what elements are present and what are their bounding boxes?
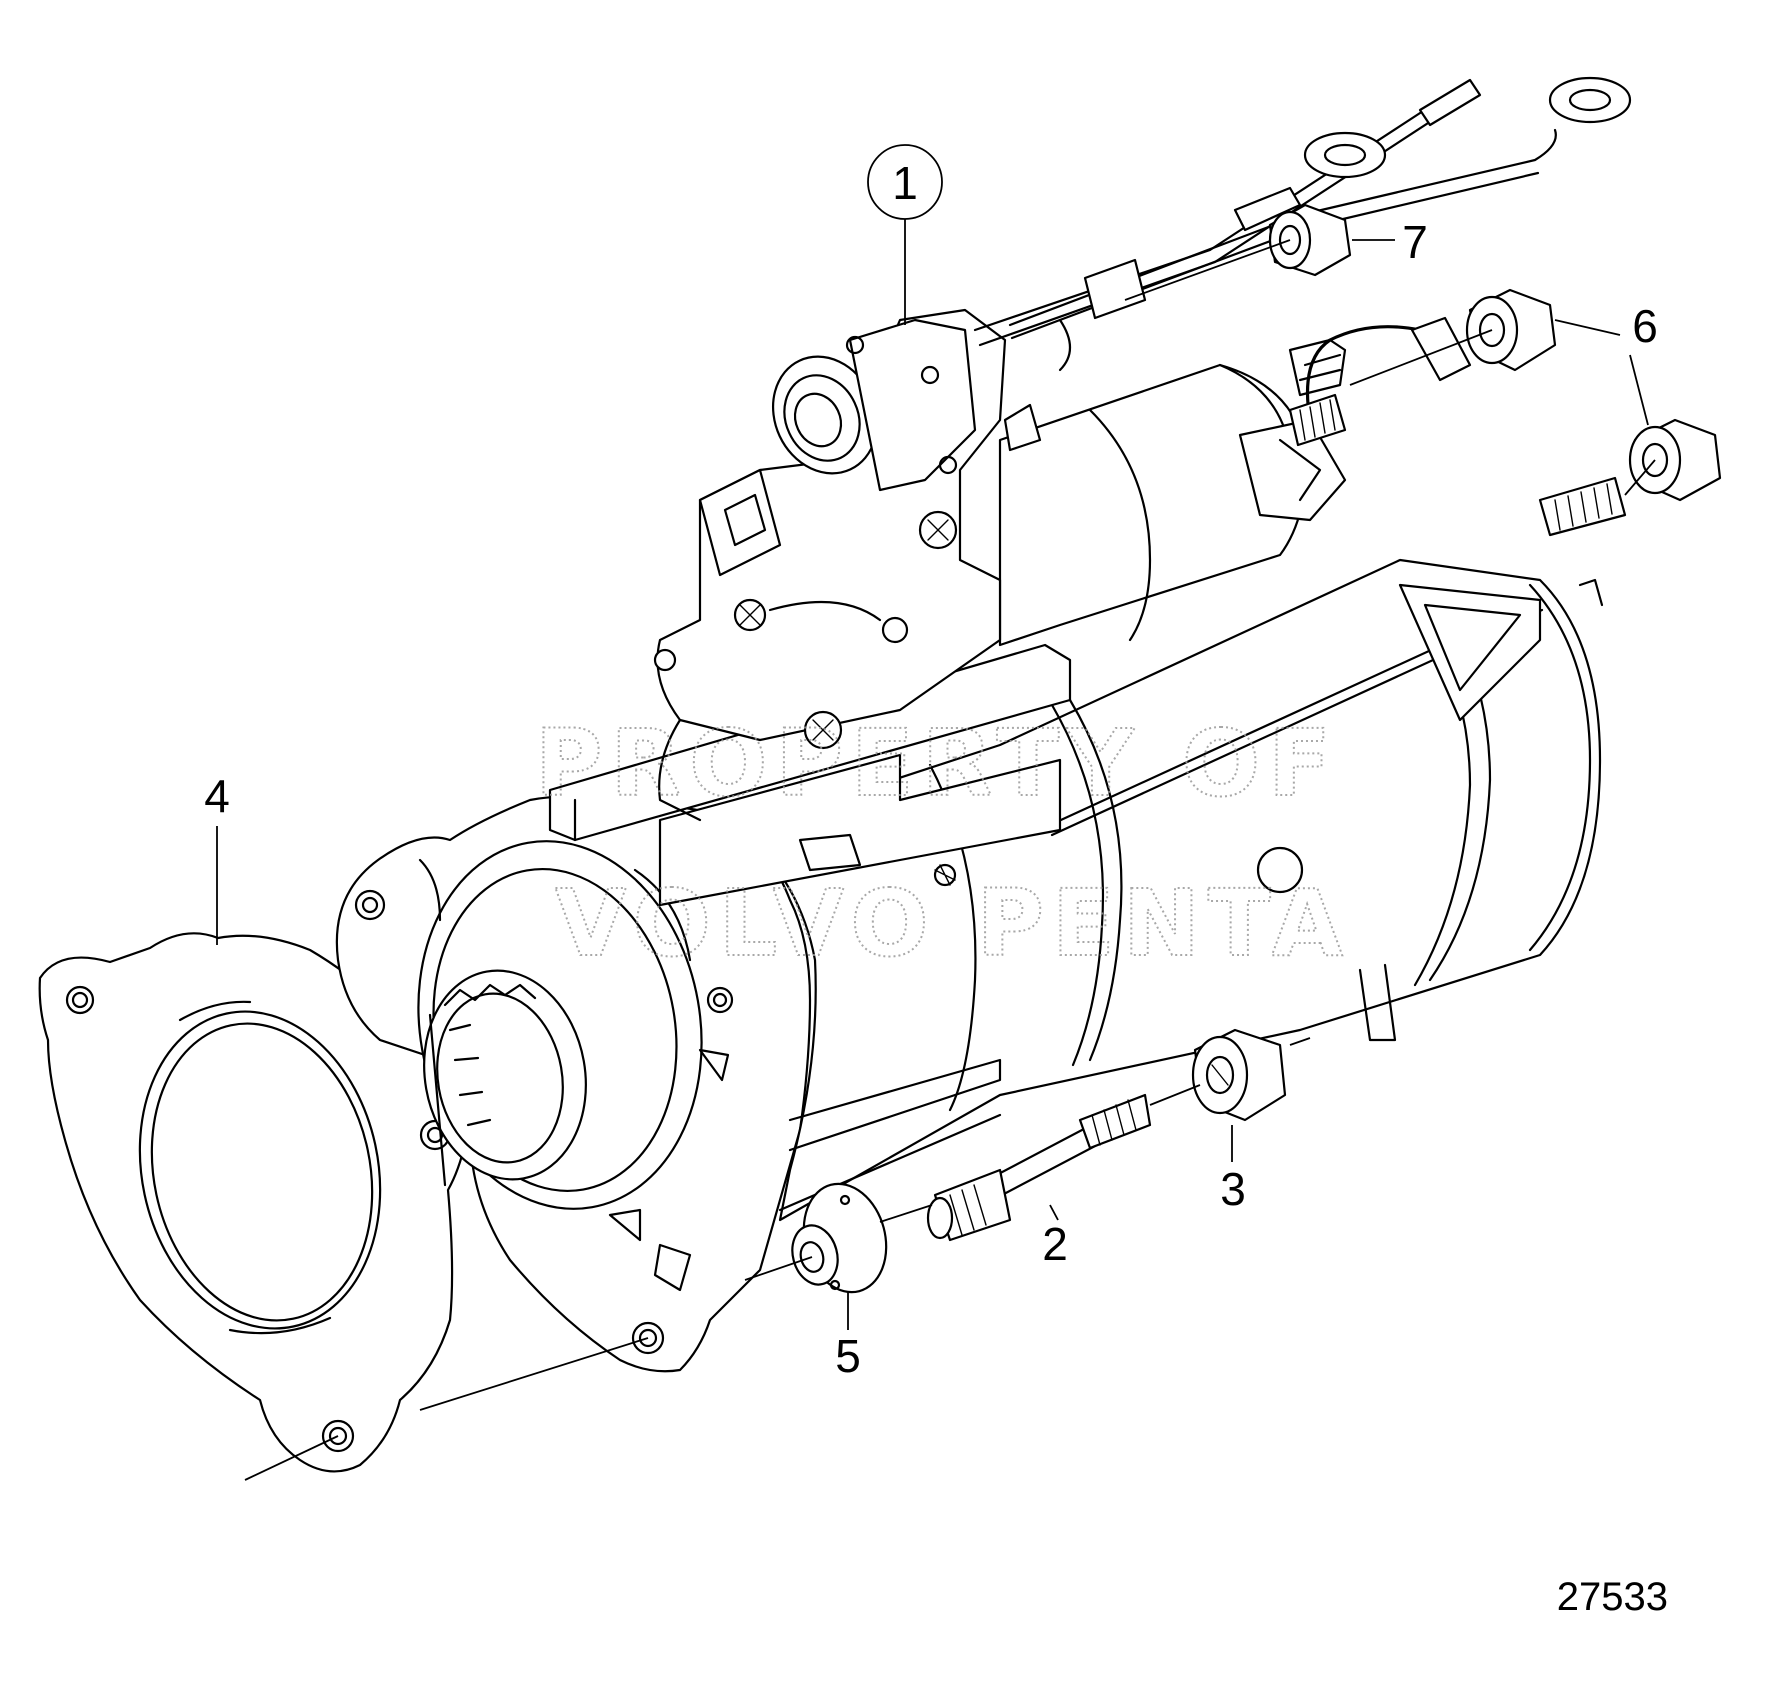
pinion-gear	[423, 969, 587, 1187]
cable-harness	[973, 76, 1632, 372]
watermark-line-1: PROPERTY OF	[535, 710, 1339, 817]
nut-7	[1268, 203, 1352, 277]
nut-3	[1191, 1028, 1287, 1122]
callout-3: 3	[1220, 1125, 1246, 1215]
callout-6: 6	[1554, 300, 1658, 426]
callout-label-4: 4	[204, 770, 230, 822]
solenoid-stud-upper	[1288, 393, 1347, 447]
stud-2	[926, 1093, 1152, 1242]
reference-number: 27533	[1557, 1575, 1668, 1619]
gasket	[38, 932, 470, 1473]
callout-label-7: 7	[1402, 216, 1428, 268]
callout-7: 7	[1352, 216, 1428, 268]
assembly-lines	[244, 239, 1656, 1481]
callout-1: 1	[867, 144, 943, 325]
watermark-line-2: VOLVO PENTA	[555, 870, 1351, 977]
bush-5	[791, 1182, 888, 1294]
relay	[653, 308, 1042, 822]
callout-2: 2	[1042, 1204, 1068, 1270]
callout-label-2: 2	[1042, 1218, 1068, 1270]
end-stud	[1538, 476, 1627, 537]
callout-label-6: 6	[1632, 300, 1658, 352]
nut-6-upper	[1465, 288, 1557, 372]
callout-label-3: 3	[1220, 1163, 1246, 1215]
callout-label-5: 5	[835, 1330, 861, 1382]
callout-label-1: 1	[892, 157, 918, 209]
watermark: PROPERTY OF VOLVO PENTA	[534, 709, 1351, 978]
callout-4: 4	[204, 770, 230, 945]
solenoid	[998, 316, 1472, 647]
callout-5: 5	[835, 1292, 861, 1382]
nut-6-lower	[1628, 418, 1722, 502]
